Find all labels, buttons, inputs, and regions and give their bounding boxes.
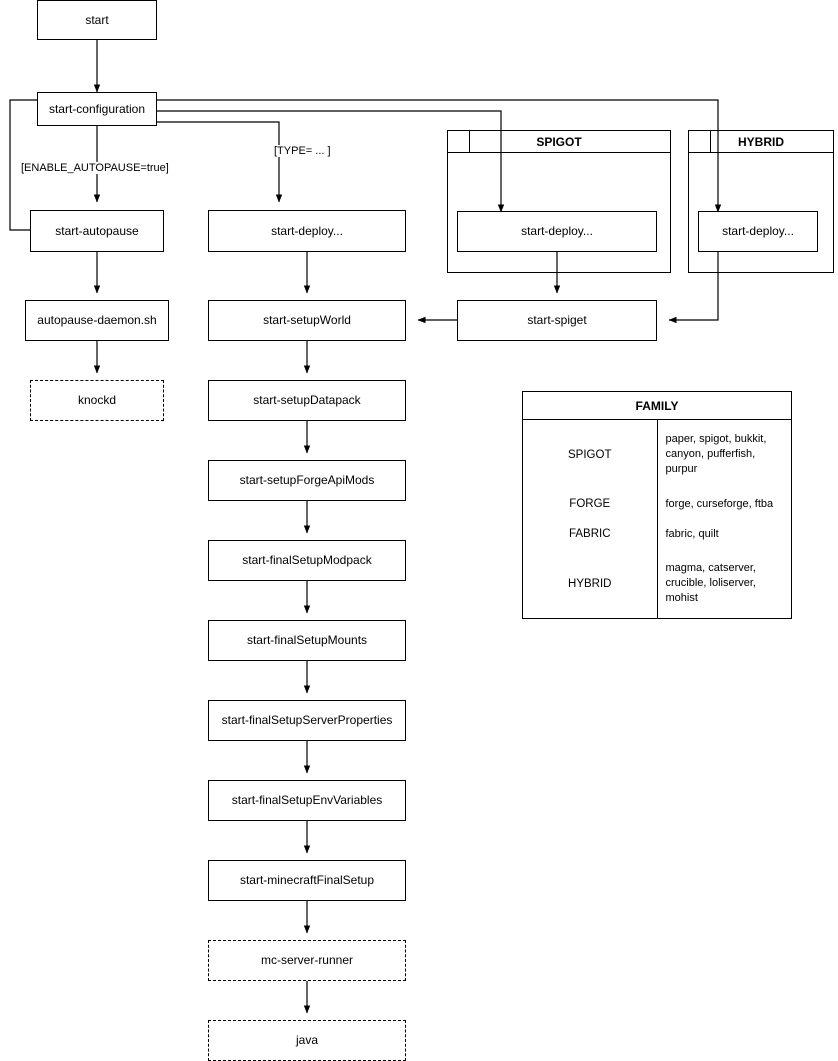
group-spigot-title: SPIGOT — [448, 131, 670, 153]
family-name-hybrid: HYBRID — [523, 549, 658, 618]
table-row: SPIGOT paper, spigot, bukkit, canyon, pu… — [523, 419, 791, 490]
node-autopause-daemon[interactable]: autopause-daemon.sh — [25, 300, 169, 341]
node-start-spiget[interactable]: start-spiget — [457, 300, 657, 341]
node-start-finalsetupmounts[interactable]: start-finalSetupMounts — [208, 620, 406, 661]
node-start-finalsetupserverproperties[interactable]: start-finalSetupServerProperties — [208, 700, 406, 741]
edge-label-enable-autopause: [ENABLE_AUTOPAUSE=true] — [20, 162, 170, 174]
family-name-forge: FORGE — [523, 489, 658, 520]
node-start[interactable]: start — [37, 0, 157, 40]
group-spigot: SPIGOT — [447, 130, 671, 273]
family-legend-table: FAMILY SPIGOT paper, spigot, bukkit, can… — [523, 392, 791, 618]
edge-configuration-to-deploy — [157, 121, 283, 203]
node-start-minecraftfinalsetup[interactable]: start-minecraftFinalSetup — [208, 860, 406, 901]
group-hybrid: HYBRID — [688, 130, 834, 273]
group-hybrid-tab — [689, 131, 711, 153]
node-start-autopause[interactable]: start-autopause — [30, 210, 164, 252]
group-hybrid-title: HYBRID — [689, 131, 833, 153]
node-start-finalsetupmodpack[interactable]: start-finalSetupModpack — [208, 540, 406, 581]
node-java[interactable]: java — [208, 1020, 406, 1061]
node-spigot-deploy[interactable]: start-deploy... — [457, 211, 657, 252]
node-start-setupworld[interactable]: start-setupWorld — [208, 300, 406, 341]
table-row: HYBRID magma, catserver, crucible, lolis… — [523, 549, 791, 618]
family-members-hybrid: magma, catserver, crucible, loliserver, … — [665, 562, 756, 604]
node-knockd[interactable]: knockd — [30, 380, 164, 421]
family-members-forge: forge, curseforge, ftba — [665, 497, 774, 510]
table-row: FABRIC fabric, quilt — [523, 519, 791, 550]
family-legend: FAMILY SPIGOT paper, spigot, bukkit, can… — [522, 391, 792, 619]
edge-label-type: [TYPE= ... ] — [273, 145, 332, 157]
group-spigot-tab — [448, 131, 470, 153]
node-mc-server-runner[interactable]: mc-server-runner — [208, 940, 406, 981]
node-start-setupdatapack[interactable]: start-setupDatapack — [208, 380, 406, 421]
node-start-setupforgeapimods[interactable]: start-setupForgeApiMods — [208, 460, 406, 501]
node-start-finalsetupenvvariables[interactable]: start-finalSetupEnvVariables — [208, 780, 406, 821]
family-name-fabric: FABRIC — [523, 519, 658, 550]
family-name-spigot: SPIGOT — [523, 419, 658, 490]
node-start-configuration[interactable]: start-configuration — [37, 92, 157, 126]
node-start-deploy-main[interactable]: start-deploy... — [208, 210, 406, 252]
table-row: FORGE forge, curseforge, ftba — [523, 489, 791, 520]
family-legend-header-row: FAMILY — [523, 392, 791, 420]
node-hybrid-deploy[interactable]: start-deploy... — [698, 211, 818, 252]
family-members-fabric: fabric, quilt — [665, 527, 719, 540]
family-members-spigot: paper, spigot, bukkit, canyon, pufferfis… — [665, 433, 767, 475]
family-legend-body: SPIGOT paper, spigot, bukkit, canyon, pu… — [523, 419, 791, 618]
family-legend-header: FAMILY — [523, 392, 791, 420]
